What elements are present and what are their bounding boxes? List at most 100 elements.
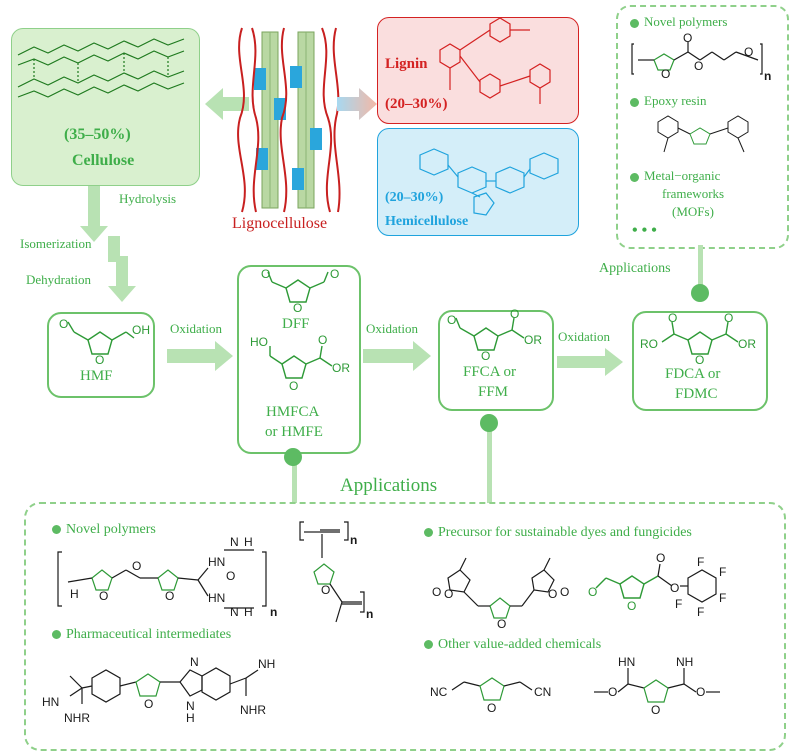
top-app-mofs: Metal−organic bbox=[630, 168, 720, 184]
bottom-app-novel-polymers: Novel polymers bbox=[52, 522, 156, 538]
svg-text:O: O bbox=[165, 589, 174, 603]
diimidate-structure-icon: HN O O NH O bbox=[594, 655, 720, 717]
svg-text:O: O bbox=[651, 703, 660, 717]
svg-text:O: O bbox=[59, 317, 68, 331]
svg-text:O: O bbox=[330, 267, 339, 281]
bottom-applications-title: Applications bbox=[340, 475, 438, 496]
bullet-icon bbox=[630, 97, 639, 107]
svg-text:RO: RO bbox=[640, 337, 658, 351]
cellulose-label: Cellulose bbox=[72, 152, 135, 169]
svg-text:O: O bbox=[670, 581, 679, 595]
bullet-icon bbox=[52, 525, 61, 535]
svg-text:O: O bbox=[497, 617, 506, 631]
isomerization-label: Isomerization bbox=[20, 236, 92, 251]
svg-text:F: F bbox=[697, 605, 704, 619]
svg-text:H: H bbox=[186, 711, 195, 725]
lignocellulose-fiber-icon bbox=[237, 27, 341, 213]
svg-text:O: O bbox=[321, 583, 330, 597]
dff-label: DFF bbox=[282, 316, 310, 332]
svg-text:CN: CN bbox=[534, 685, 551, 699]
oxidation-3-arrow-icon bbox=[557, 348, 623, 376]
bottom-applications-box bbox=[24, 502, 786, 751]
svg-text:HN: HN bbox=[208, 555, 225, 569]
svg-text:O: O bbox=[293, 301, 302, 315]
pharma-structure-icon: HN NHR O N N H NH NHR bbox=[42, 655, 275, 725]
novel-polymer-2-structure-icon: n O n bbox=[299, 521, 373, 623]
ffca-connector-line bbox=[487, 422, 492, 503]
bottom-app-precursor: Precursor for sustainable dyes and fungi… bbox=[424, 525, 692, 541]
svg-text:O: O bbox=[444, 587, 453, 601]
top-app-more-dots: • • • bbox=[632, 222, 657, 239]
top-app-mofs-line3: (MOFs) bbox=[672, 204, 714, 219]
svg-text:n: n bbox=[366, 607, 373, 621]
lignin-percent: (20–30%) bbox=[385, 96, 448, 112]
svg-text:HN: HN bbox=[208, 591, 225, 605]
svg-text:O: O bbox=[608, 685, 617, 699]
hmfca-structure-icon: HO O O OR bbox=[250, 333, 350, 393]
hmfca-label-line2: or HMFE bbox=[265, 424, 323, 440]
arrow-to-lignin-icon bbox=[337, 88, 377, 120]
svg-text:NH: NH bbox=[676, 655, 693, 669]
cellulose-structure-icon bbox=[17, 38, 185, 98]
svg-text:NH: NH bbox=[258, 657, 275, 671]
svg-text:O: O bbox=[695, 353, 704, 367]
hydrolysis-label: Hydrolysis bbox=[119, 191, 177, 206]
fdca-structure-icon: RO O O O OR bbox=[640, 311, 756, 367]
svg-text:O: O bbox=[226, 569, 235, 583]
hmf-box bbox=[47, 312, 155, 398]
hmf-structure-icon: O O OH bbox=[59, 317, 150, 367]
oxidation-2-label: Oxidation bbox=[366, 321, 418, 336]
svg-text:H: H bbox=[70, 587, 79, 601]
bottom-app-pharma: Pharmaceutical intermediates bbox=[52, 627, 231, 643]
fdca-label-line2: FDMC bbox=[675, 386, 718, 402]
hemicellulose-box bbox=[377, 128, 579, 236]
svg-text:O: O bbox=[99, 589, 108, 603]
svg-text:O: O bbox=[144, 697, 153, 711]
svg-text:O: O bbox=[724, 311, 733, 325]
svg-text:O: O bbox=[289, 379, 298, 393]
top-connector-line bbox=[698, 245, 703, 291]
svg-text:O: O bbox=[487, 701, 496, 715]
lignocellulose-label: Lignocellulose bbox=[232, 215, 328, 232]
bottom-app-other: Other value-added chemicals bbox=[424, 637, 601, 653]
cellulose-box bbox=[11, 28, 200, 186]
svg-text:O: O bbox=[560, 585, 569, 599]
top-app-epoxy-resin: Epoxy resin bbox=[630, 93, 706, 109]
svg-text:F: F bbox=[675, 597, 682, 611]
bullet-icon bbox=[424, 640, 433, 650]
epoxy-structure-icon bbox=[657, 115, 749, 153]
hemicellulose-structure-icon bbox=[419, 148, 559, 216]
svg-text:OH: OH bbox=[132, 323, 150, 337]
top-applications-label: Applications bbox=[599, 261, 671, 276]
top-connector-dot bbox=[691, 284, 709, 302]
svg-text:O: O bbox=[261, 267, 270, 281]
svg-text:NHR: NHR bbox=[64, 711, 90, 725]
svg-text:HO: HO bbox=[250, 335, 268, 349]
cellulose-percent: (35–50%) bbox=[64, 126, 131, 143]
bullet-icon bbox=[630, 172, 639, 182]
svg-text:O: O bbox=[627, 599, 636, 613]
svg-text:F: F bbox=[719, 565, 726, 579]
hemicellulose-percent: (20–30%) bbox=[385, 190, 444, 205]
svg-text:O: O bbox=[447, 313, 456, 327]
svg-text:H: H bbox=[244, 605, 253, 619]
top-app-mofs-line2: frameworks bbox=[662, 186, 725, 201]
ffca-label-line1: FFCA or bbox=[463, 364, 516, 380]
lignin-structure-icon bbox=[439, 17, 551, 104]
svg-text:O: O bbox=[683, 31, 692, 45]
svg-text:HN: HN bbox=[618, 655, 635, 669]
svg-text:O: O bbox=[661, 67, 670, 81]
ffca-connector-dot bbox=[480, 414, 498, 432]
svg-text:H: H bbox=[244, 535, 253, 549]
svg-text:OR: OR bbox=[524, 333, 542, 347]
fdca-label-line1: FDCA or bbox=[665, 366, 721, 382]
hemicellulose-label: Hemicellulose bbox=[385, 214, 469, 229]
oxidation-1-arrow-icon bbox=[167, 341, 233, 371]
bullet-icon bbox=[424, 528, 433, 538]
svg-text:O: O bbox=[510, 307, 519, 321]
svg-text:N: N bbox=[190, 655, 199, 669]
hmfca-label-line1: HMFCA bbox=[266, 404, 320, 420]
svg-text:n: n bbox=[764, 69, 771, 83]
svg-text:O: O bbox=[432, 585, 441, 599]
top-app-novel-polymers: Novel polymers bbox=[630, 14, 727, 30]
